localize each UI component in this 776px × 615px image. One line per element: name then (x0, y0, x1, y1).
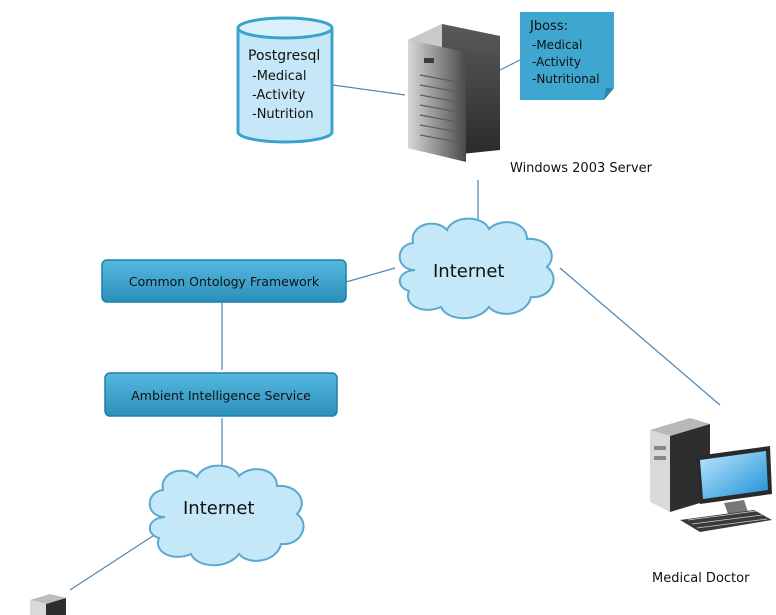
server-label: Windows 2003 Server (510, 161, 653, 176)
database-item: -Activity (252, 88, 305, 103)
line-internet-client (69, 529, 163, 591)
note-item: -Activity (532, 55, 581, 69)
desktop-computer-icon (650, 418, 772, 532)
line-internet-framework (345, 267, 396, 283)
line-server-note (499, 59, 521, 71)
internet-cloud-icon: Internet (398, 217, 555, 320)
database-cylinder: Postgresql -Medical -Activity -Nutrition (236, 16, 334, 144)
jboss-note: Jboss: -Medical -Activity -Nutritional (520, 12, 614, 100)
ambient-box: Ambient Intelligence Service (104, 372, 338, 417)
cloud-bottom-label: Internet (183, 498, 254, 519)
database-item: -Medical (252, 69, 307, 84)
note-item: -Nutritional (532, 72, 600, 86)
note-title: Jboss: (529, 19, 568, 34)
framework-box: Common Ontology Framework (101, 259, 347, 303)
internet-cloud-icon: Internet (148, 464, 305, 567)
connectors (69, 59, 721, 591)
note-item: -Medical (532, 38, 582, 52)
doctor-label: Medical Doctor (652, 571, 750, 586)
server-tower-icon (408, 24, 500, 162)
database-item: -Nutrition (252, 107, 314, 122)
database-title: Postgresql (248, 48, 320, 64)
cloud-top-label: Internet (433, 261, 504, 282)
framework-label: Common Ontology Framework (129, 274, 320, 289)
client-computer-icon (30, 594, 66, 615)
line-db-server (332, 84, 406, 96)
ambient-label: Ambient Intelligence Service (131, 388, 311, 403)
line-internet-doctor (559, 267, 721, 406)
